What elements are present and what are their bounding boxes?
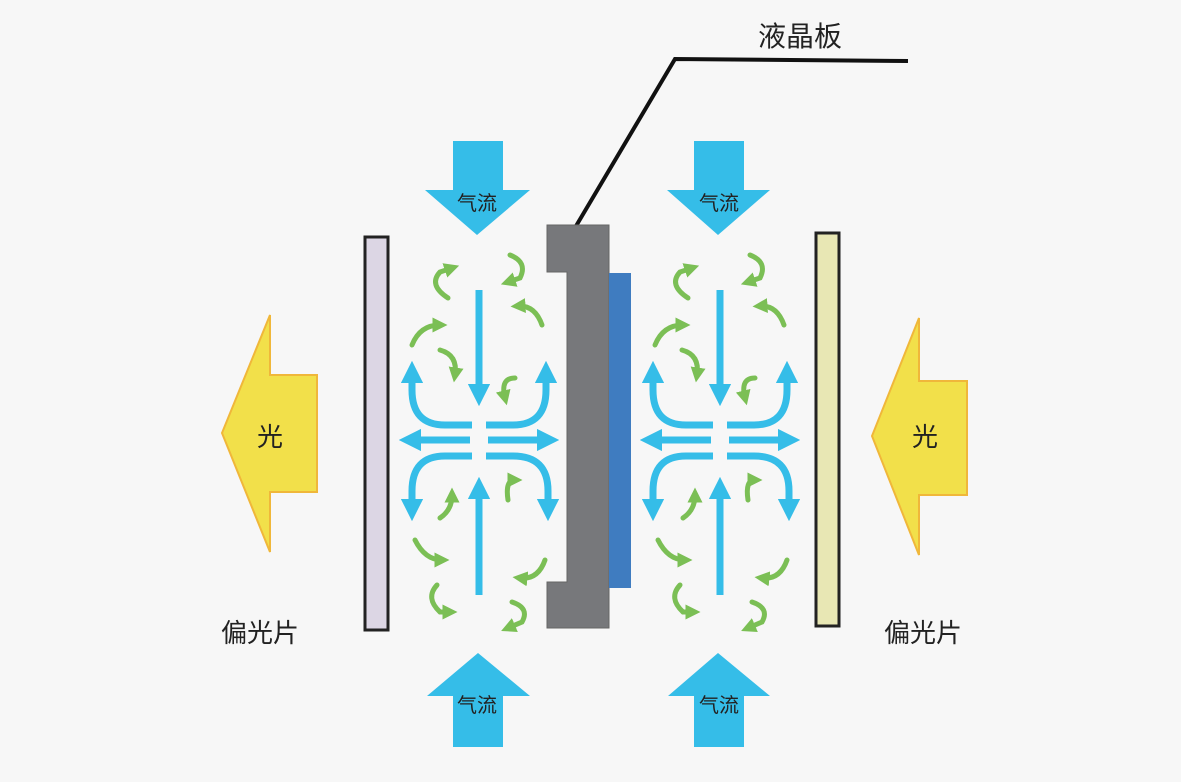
lcd-leader-line bbox=[561, 56, 909, 250]
polarizer-left-label: 偏光片 bbox=[221, 619, 299, 649]
flow-pattern-left bbox=[398, 290, 560, 595]
light-arrow-right: 光 bbox=[870, 317, 968, 556]
svg-text:光: 光 bbox=[257, 423, 283, 453]
svg-text:气流: 气流 bbox=[457, 693, 497, 717]
airflow-arrow-bottom-left: 气流 bbox=[427, 653, 530, 747]
polarizer-left bbox=[363, 235, 390, 632]
light-arrow-left: 光 bbox=[220, 314, 318, 553]
flow-pattern-right bbox=[639, 290, 801, 595]
svg-text:气流: 气流 bbox=[699, 191, 739, 215]
airflow-arrow-top-right: 气流 bbox=[667, 141, 770, 235]
turbulence-left bbox=[409, 252, 548, 632]
turbulence-right bbox=[652, 252, 790, 632]
lcd-panel-body bbox=[546, 224, 610, 629]
airflow-arrow-top-left: 气流 bbox=[425, 141, 530, 235]
polarizer-right bbox=[814, 231, 841, 628]
polarizer-right-label: 偏光片 bbox=[884, 619, 962, 649]
lcd-panel-blue-layer bbox=[609, 273, 631, 588]
airflow-arrow-bottom-right: 气流 bbox=[668, 653, 770, 747]
svg-text:气流: 气流 bbox=[457, 191, 497, 215]
svg-text:气流: 气流 bbox=[699, 693, 739, 717]
svg-text:光: 光 bbox=[912, 423, 938, 453]
lcd-panel-label: 液晶板 bbox=[758, 20, 842, 53]
